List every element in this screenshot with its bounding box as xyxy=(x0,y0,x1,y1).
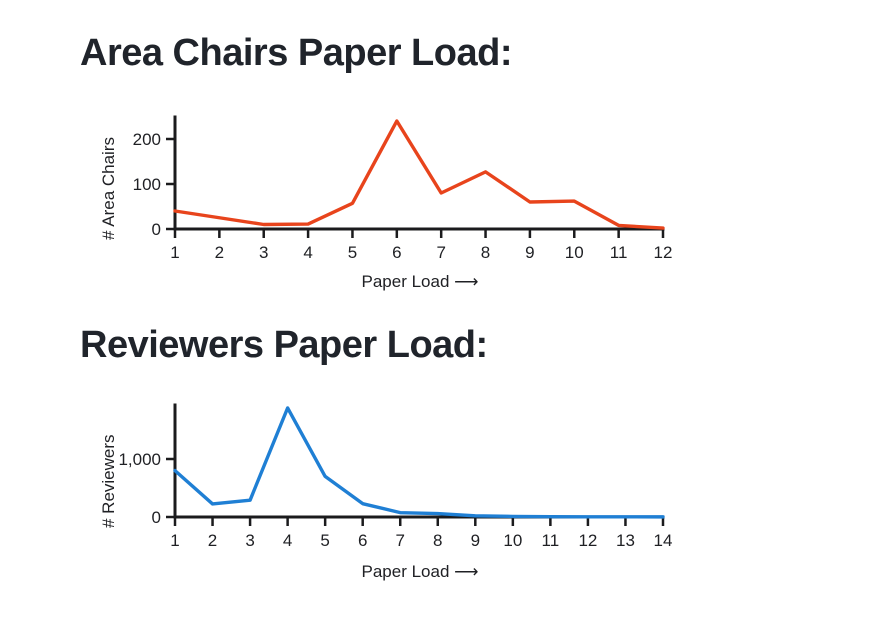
y-tick-label: 0 xyxy=(152,508,161,527)
x-axis-label-reviewers: Paper Load ⟶ xyxy=(361,562,479,581)
x-tick-label: 14 xyxy=(654,531,673,550)
x-tick-label: 11 xyxy=(542,531,560,550)
x-tick-label: 3 xyxy=(259,243,268,262)
y-axis-label-reviewers: # Reviewers xyxy=(99,434,118,528)
x-tick-label: 6 xyxy=(392,243,401,262)
x-tick-label: 9 xyxy=(471,531,480,550)
x-tick-label: 8 xyxy=(481,243,490,262)
chart-block-reviewers: Reviewers Paper Load: # Reviewers Paper … xyxy=(0,300,880,618)
x-tick-label: 13 xyxy=(616,531,635,550)
x-tick-label: 6 xyxy=(358,531,367,550)
x-tick-label: 5 xyxy=(320,531,329,550)
x-axis-label-area-chairs: Paper Load ⟶ xyxy=(361,272,479,291)
y-tick-label: 0 xyxy=(152,220,161,239)
page-title-reviewers: Reviewers Paper Load: xyxy=(80,324,488,366)
x-tick-label: 11 xyxy=(610,243,628,262)
x-tick-label: 12 xyxy=(654,243,673,262)
x-tick-label: 1 xyxy=(170,243,179,262)
x-tick-label: 1 xyxy=(170,531,179,550)
x-tick-label: 5 xyxy=(348,243,357,262)
chart-block-area-chairs: Area Chairs Paper Load: # Area Chairs Pa… xyxy=(0,0,880,300)
x-tick-label: 7 xyxy=(395,531,404,550)
y-axis-label-area-chairs: # Area Chairs xyxy=(99,137,118,240)
x-tick-label: 2 xyxy=(215,243,224,262)
x-tick-label: 10 xyxy=(565,243,584,262)
x-tick-label: 4 xyxy=(283,531,292,550)
page-title-area-chairs: Area Chairs Paper Load: xyxy=(80,32,512,74)
y-tick-label: 1,000 xyxy=(118,450,161,469)
x-tick-label: 7 xyxy=(436,243,445,262)
x-tick-label: 12 xyxy=(578,531,597,550)
chart-axes xyxy=(173,115,665,231)
x-tick-label: 4 xyxy=(303,243,312,262)
x-tick-label: 9 xyxy=(525,243,534,262)
data-series-line xyxy=(173,406,665,519)
data-series-line xyxy=(173,119,665,230)
x-tick-label: 10 xyxy=(503,531,522,550)
y-tick-label: 200 xyxy=(133,130,161,149)
x-tick-label: 8 xyxy=(433,531,442,550)
x-tick-label: 2 xyxy=(208,531,217,550)
x-tick-label: 3 xyxy=(245,531,254,550)
y-tick-label: 100 xyxy=(133,175,161,194)
